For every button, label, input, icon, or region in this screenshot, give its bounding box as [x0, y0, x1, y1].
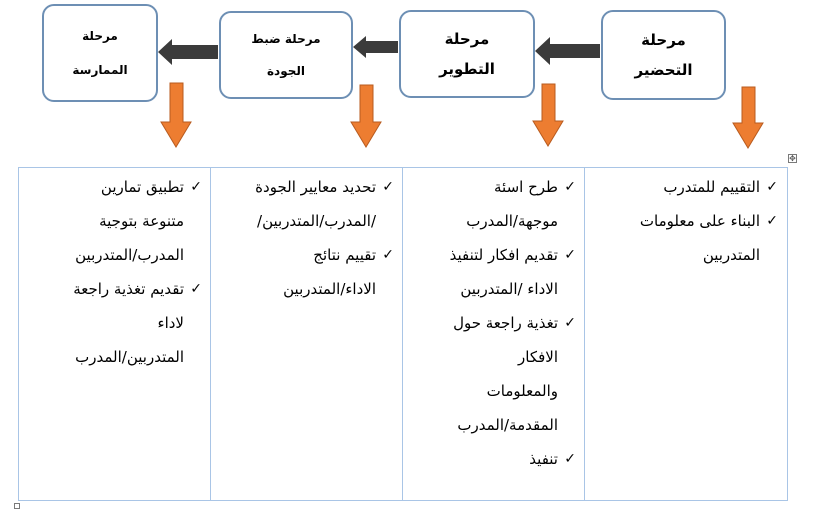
table-resize-handle[interactable] — [14, 503, 20, 509]
list-item: تغذية راجعة حول الافكار والمعلومات المقد… — [408, 306, 578, 442]
flow-arrow-development-to-quality — [353, 36, 398, 58]
down-arrow-quality — [350, 84, 382, 148]
list-item: تطبيق تمارين متنوعة بتوجية المدرب/المتدر… — [26, 170, 204, 272]
flow-arrow-quality-to-practice — [158, 39, 218, 65]
stage-practice-box: مرحلة الممارسة — [42, 4, 158, 102]
list-item: تحديد معايير الجودة /المدرب/المتدربين/ — [218, 170, 396, 238]
column-divider — [584, 167, 585, 501]
stage-development-label: مرحلة التطوير — [439, 30, 495, 78]
list-item: تقديم افكار لتنفيذ الاداء /المتدربين — [408, 238, 578, 306]
stages-table — [18, 167, 788, 501]
column-practice: تطبيق تمارين متنوعة بتوجية المدرب/المتدر… — [26, 170, 204, 374]
move-handle-icon[interactable]: ✥ — [788, 154, 797, 163]
stage-preparation-label: مرحلة التحضير — [634, 31, 693, 79]
list-item: طرح اسئة موجهة/المدرب — [408, 170, 578, 238]
flow-arrows — [158, 36, 764, 149]
flow-arrow-preparation-to-development — [535, 37, 600, 65]
down-arrow-preparation — [732, 86, 764, 149]
list-item: التقييم للمتدرب — [592, 170, 780, 204]
column-preparation: التقييم للمتدرب البناء على معلومات المتد… — [592, 170, 780, 272]
column-development: طرح اسئة موجهة/المدرب تقديم افكار لتنفيذ… — [408, 170, 578, 476]
list-item: تقديم تغذية راجعة لاداء المتدربين/المدرب — [26, 272, 204, 374]
column-divider — [210, 167, 211, 501]
stage-preparation-box: مرحلة التحضير — [601, 10, 726, 100]
stage-development-box: مرحلة التطوير — [399, 10, 535, 98]
down-arrow-practice — [160, 82, 192, 148]
column-divider — [402, 167, 403, 501]
stage-quality-label: مرحلة ضبط الجودة — [251, 32, 321, 78]
stage-practice-label: مرحلة الممارسة — [72, 29, 128, 77]
list-item: تنفيذ — [408, 442, 578, 476]
stage-quality-box: مرحلة ضبط الجودة — [219, 11, 353, 99]
list-item: البناء على معلومات المتدربين — [592, 204, 780, 272]
list-item: تقييم نتائج الاداء/المتدربين — [218, 238, 396, 306]
down-arrow-development — [532, 83, 564, 147]
column-quality: تحديد معايير الجودة /المدرب/المتدربين/ ت… — [218, 170, 396, 306]
